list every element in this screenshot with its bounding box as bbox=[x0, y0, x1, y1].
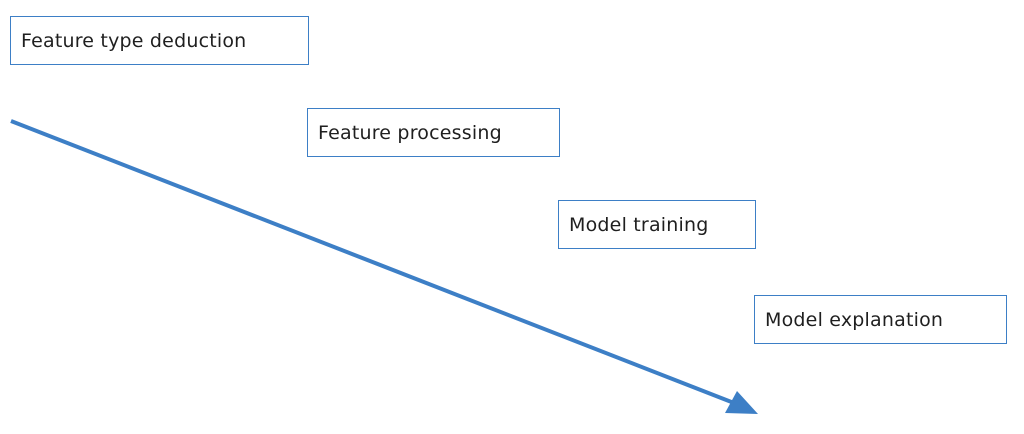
step-label: Feature type deduction bbox=[21, 29, 247, 52]
step-box-feature-processing: Feature processing bbox=[307, 108, 560, 157]
step-label: Model explanation bbox=[765, 308, 944, 331]
step-box-model-explanation: Model explanation bbox=[754, 295, 1007, 344]
arrow-shaft bbox=[10, 119, 735, 405]
step-box-model-training: Model training bbox=[558, 200, 756, 249]
step-box-feature-type-deduction: Feature type deduction bbox=[10, 16, 309, 65]
arrow-head bbox=[725, 391, 758, 414]
step-label: Model training bbox=[569, 213, 709, 236]
step-label: Feature processing bbox=[318, 121, 502, 144]
